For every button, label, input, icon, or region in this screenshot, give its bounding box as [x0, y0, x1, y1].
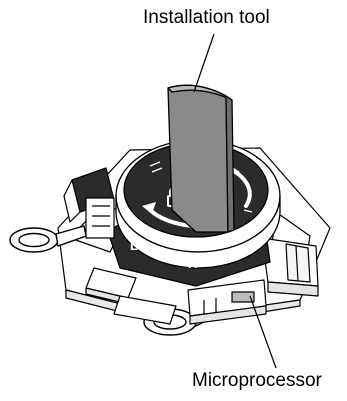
installation-tool [168, 85, 234, 232]
callout-line-tool [194, 34, 214, 92]
installation-tool-label: Installation tool [143, 8, 270, 27]
marking-l: L [130, 238, 138, 253]
socket-right-blocks [262, 238, 318, 296]
marking-h: H [188, 256, 197, 271]
microprocessor-label: Microprocessor [192, 371, 322, 390]
